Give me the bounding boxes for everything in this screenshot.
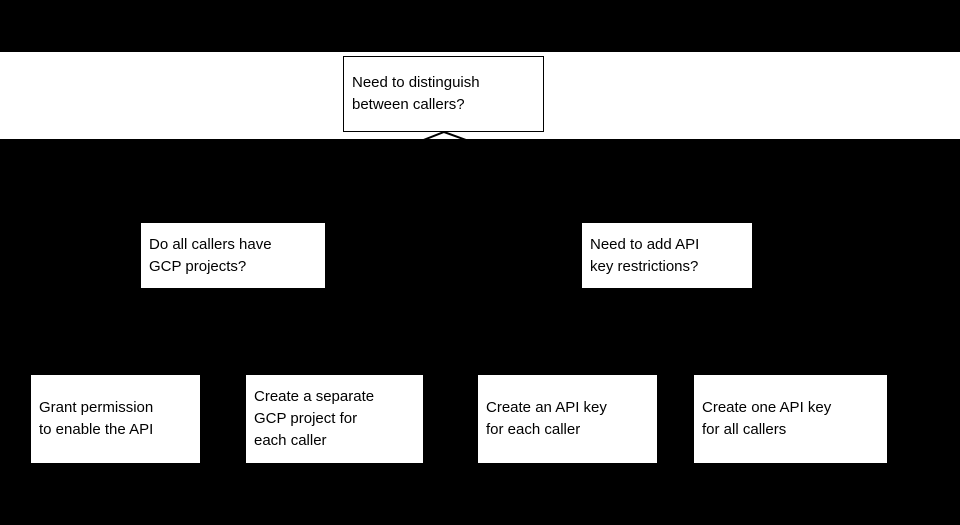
node-text-line: Grant permission — [39, 399, 154, 416]
node-text-line: between callers? — [352, 96, 465, 113]
node-need-to-add-api-key-restrictions: Need to add API key restrictions? — [582, 223, 752, 288]
node-text-line: for all callers — [702, 421, 787, 438]
node-text-line: Create an API key — [486, 399, 607, 416]
node-text-line: Create a separate — [254, 388, 375, 405]
node-text-line: Do all callers have — [149, 235, 272, 253]
node-text-line: GCP project for — [254, 410, 358, 427]
node-create-api-key-per-caller: Create an API key for each caller — [478, 375, 657, 463]
node-text-line: GCP projects? — [149, 257, 247, 275]
node-need-to-distinguish-between-callers: Need to distinguish between callers? — [343, 56, 544, 132]
node-text-line: Need to add API — [590, 235, 700, 253]
node-text-line: to enable the API — [39, 421, 154, 438]
node-create-separate-gcp-project-per-caller: Create a separate GCP project for each c… — [246, 375, 423, 463]
node-text-line: for each caller — [486, 421, 581, 438]
node-grant-permission-to-enable-api: Grant permission to enable the API — [31, 375, 200, 463]
node-text-line: key restrictions? — [590, 257, 699, 275]
node-text-line: each caller — [254, 432, 327, 449]
node-do-all-callers-have-gcp-projects: Do all callers have GCP projects? — [141, 223, 325, 288]
node-create-one-api-key-for-all-callers: Create one API key for all callers — [694, 375, 887, 463]
node-text-line: Need to distinguish — [352, 74, 480, 91]
node-text-line: Create one API key — [702, 399, 832, 416]
